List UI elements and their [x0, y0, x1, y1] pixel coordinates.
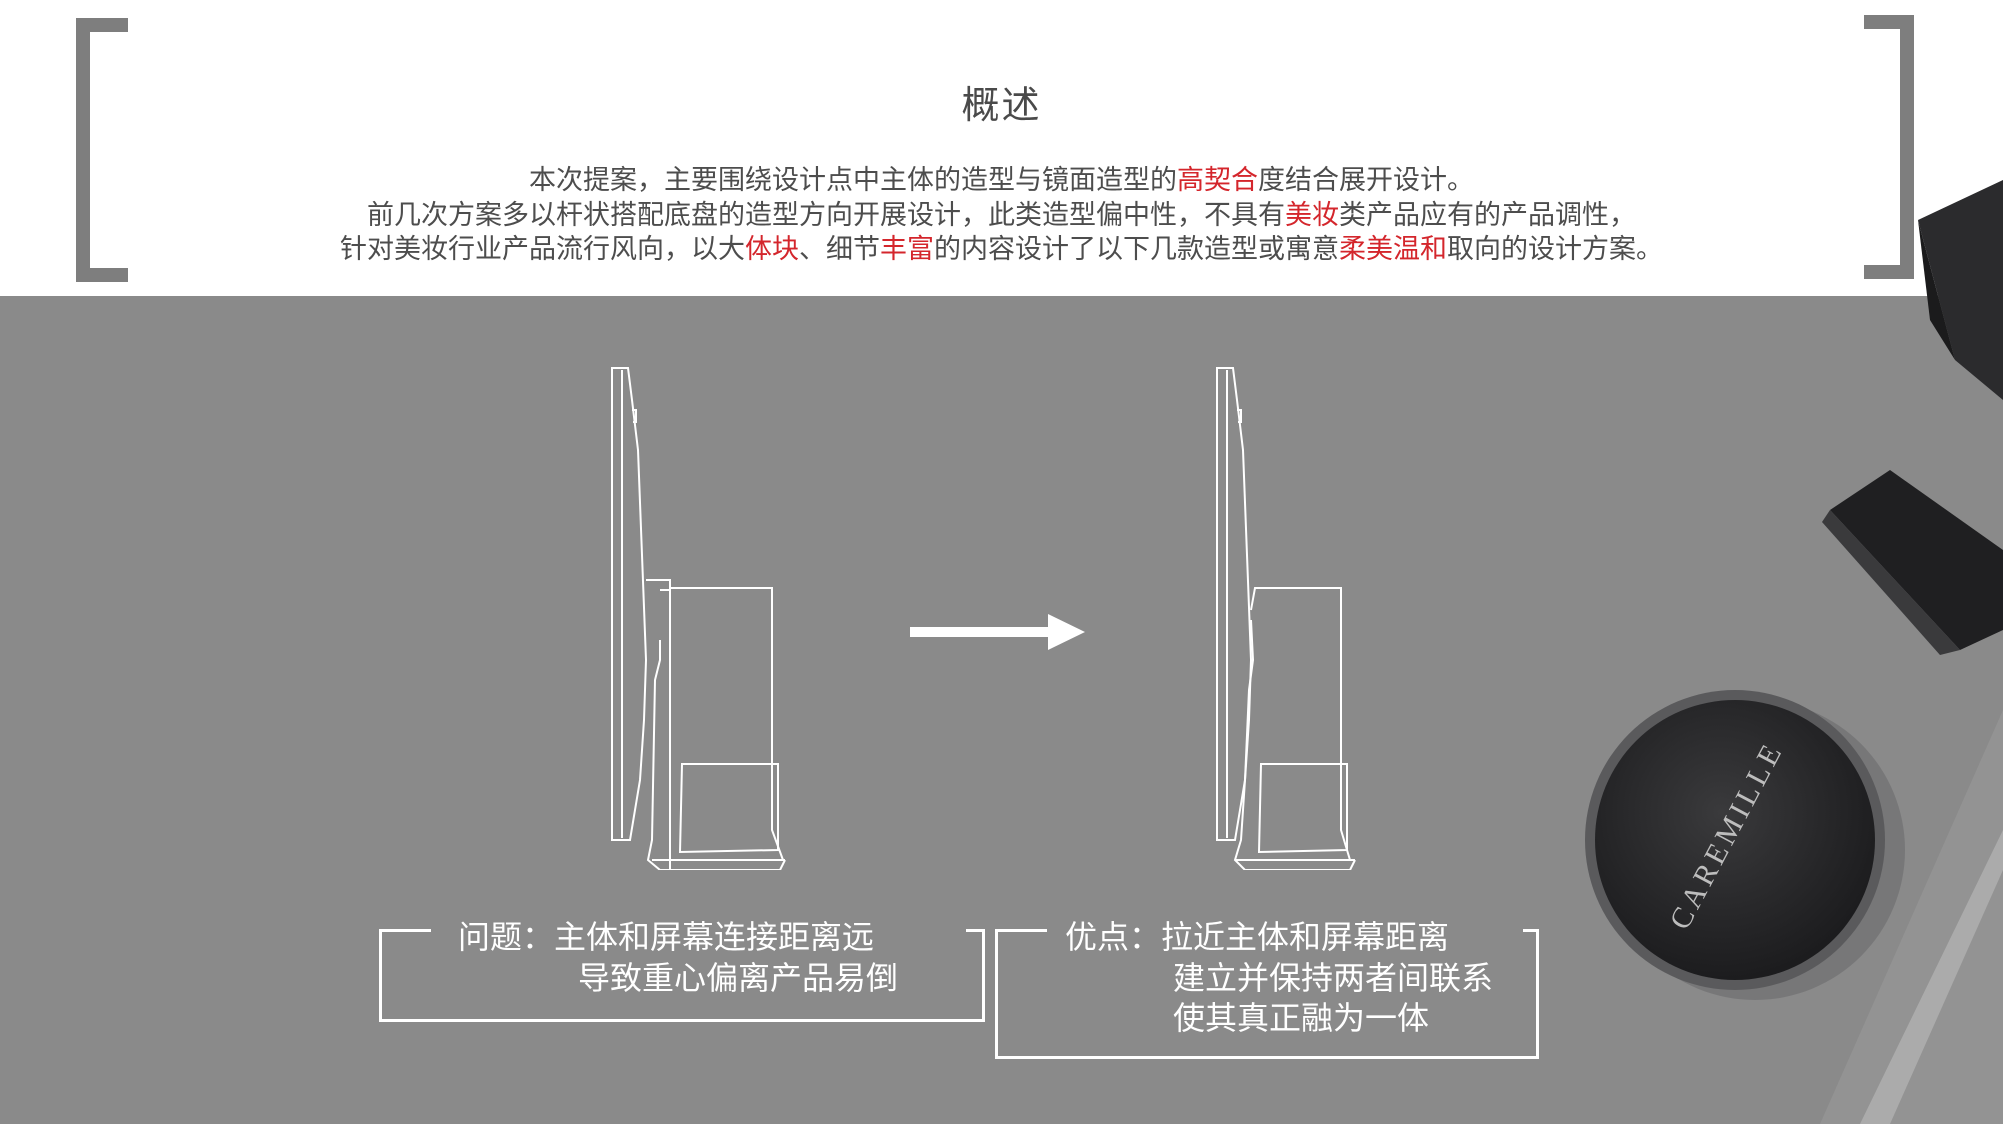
bottom-strip: [0, 1124, 2003, 1127]
left-bracket-decoration: [76, 18, 128, 282]
box-border-segment: [995, 929, 1047, 932]
text-segment: 度结合展开设计。: [1258, 165, 1474, 196]
header-band: [0, 0, 2003, 296]
box-border-segment: [966, 929, 985, 932]
highlight-text: 体块: [745, 234, 799, 265]
text-segment: 针对美妆行业产品流行风向，以大: [340, 234, 745, 265]
highlight-text: 美妆: [1285, 200, 1339, 231]
text-segment: 、细节: [799, 234, 880, 265]
advantage-line-2: 建立并保持两者间联系: [1173, 959, 1494, 997]
problem-line-1: 问题：主体和屏幕连接距离远: [458, 918, 875, 956]
advantage-line-1: 优点：拉近主体和屏幕距离: [1065, 918, 1450, 956]
box-border-segment: [379, 929, 431, 932]
problem-line-2: 导致重心偏离产品易倒: [578, 959, 899, 997]
highlight-text: 高契合: [1177, 165, 1258, 196]
text-segment: 的内容设计了以下几款造型或寓意: [934, 234, 1339, 265]
product-sketch-before: [600, 360, 820, 871]
text-segment: 取向的设计方案。: [1447, 234, 1663, 265]
overview-line-2: 前几次方案多以杆状搭配底盘的造型方向开展设计，此类造型偏中性，不具有美妆类产品应…: [0, 193, 2003, 232]
text-segment: 前几次方案多以杆状搭配底盘的造型方向开展设计，此类造型偏中性，不具有: [367, 200, 1285, 231]
advantage-line-3: 使其真正融为一体: [1173, 999, 1430, 1037]
highlight-text: 柔美温和: [1339, 234, 1447, 265]
problem-box: [379, 929, 985, 1022]
cosmetics-photo-decoration: CAREMILLE: [1585, 180, 2003, 1124]
box-border-segment: [1523, 929, 1539, 932]
page-title: 概述: [961, 83, 1042, 127]
overview-line-3: 针对美妆行业产品流行风向，以大体块、细节丰富的内容设计了以下几款造型或寓意柔美温…: [0, 227, 2003, 266]
text-segment: 本次提案，主要围绕设计点中主体的造型与镜面造型的: [529, 165, 1177, 196]
text-segment: 类产品应有的产品调性，: [1339, 200, 1636, 231]
arrow-right-icon: [910, 614, 1085, 650]
overview-line-1: 本次提案，主要围绕设计点中主体的造型与镜面造型的高契合度结合展开设计。: [0, 158, 2003, 197]
right-bracket-decoration: [1864, 15, 1914, 279]
product-sketch-after: [1205, 360, 1425, 871]
highlight-text: 丰富: [880, 234, 934, 265]
advantage-box: [995, 929, 1539, 1059]
